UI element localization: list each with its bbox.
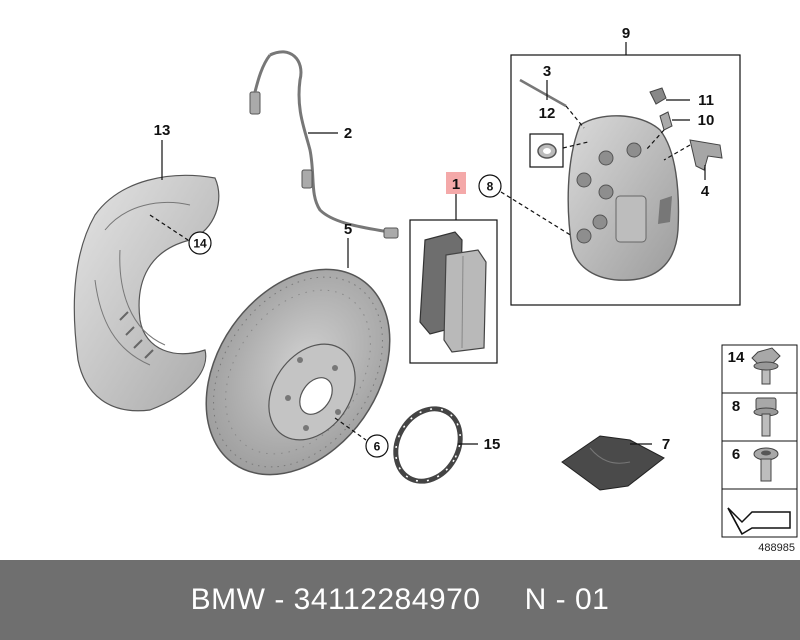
hex-socket-bolt-icon	[753, 447, 779, 482]
callout-10: 10	[698, 112, 715, 129]
leader-8	[500, 191, 573, 237]
callout-3: 3	[543, 63, 551, 80]
bleed-valve	[659, 111, 673, 131]
panel-label-14: 14	[728, 349, 745, 366]
callout-13: 13	[154, 122, 171, 139]
flange-bolt-icon	[753, 397, 779, 437]
callout-11: 11	[698, 92, 714, 109]
leader-12	[562, 141, 589, 149]
leader-10-dash	[645, 129, 665, 151]
callout-15: 15	[484, 436, 501, 453]
hex-flange-bolt-icon	[751, 347, 781, 385]
callout-circle-6	[365, 434, 389, 458]
brake-pad-set	[419, 231, 487, 353]
footer-bar: BMW - 34112284970 N - 01	[0, 560, 800, 640]
leader-3-pin	[565, 105, 585, 129]
callout-14: 14	[193, 237, 207, 251]
seal-box	[529, 133, 564, 168]
part-number-caption: BMW - 34112284970 N - 01	[190, 583, 610, 616]
spring-clip	[689, 139, 723, 171]
reference-number: 488985	[758, 542, 795, 554]
brake-parts-diagram: 13 14 2 5 6 15 1	[73, 25, 798, 554]
caliper-pin	[519, 78, 567, 108]
hub-gasket	[393, 406, 463, 484]
brake-disc	[205, 268, 391, 476]
callout-2: 2	[344, 125, 352, 142]
panel-label-8: 8	[732, 398, 740, 415]
arrow-direction-icon	[727, 507, 791, 536]
brake-dust-shield	[73, 174, 220, 412]
protective-cover	[561, 435, 665, 491]
leader-6-disc	[334, 417, 367, 441]
brake-pads-box	[409, 219, 498, 364]
bleed-cap	[649, 87, 667, 105]
callout-12: 12	[539, 105, 556, 122]
callout-5: 5	[344, 221, 352, 238]
callout-circle-14	[188, 231, 212, 255]
brake-caliper	[567, 115, 680, 281]
callout-6: 6	[374, 440, 381, 454]
callout-1: 1	[452, 176, 460, 193]
callout-circle-8	[478, 174, 502, 198]
highlight-box	[446, 172, 466, 194]
callout-4: 4	[701, 183, 710, 200]
callout-8: 8	[487, 180, 494, 194]
leader-14-shield	[149, 214, 189, 241]
callout-9: 9	[622, 25, 630, 42]
hardware-panel	[721, 344, 798, 538]
callout-7: 7	[662, 436, 670, 453]
leader-4-dash	[663, 144, 691, 161]
panel-label-6: 6	[732, 446, 740, 463]
caliper-assembly-box	[510, 54, 741, 306]
brake-wear-sensor	[249, 50, 399, 239]
